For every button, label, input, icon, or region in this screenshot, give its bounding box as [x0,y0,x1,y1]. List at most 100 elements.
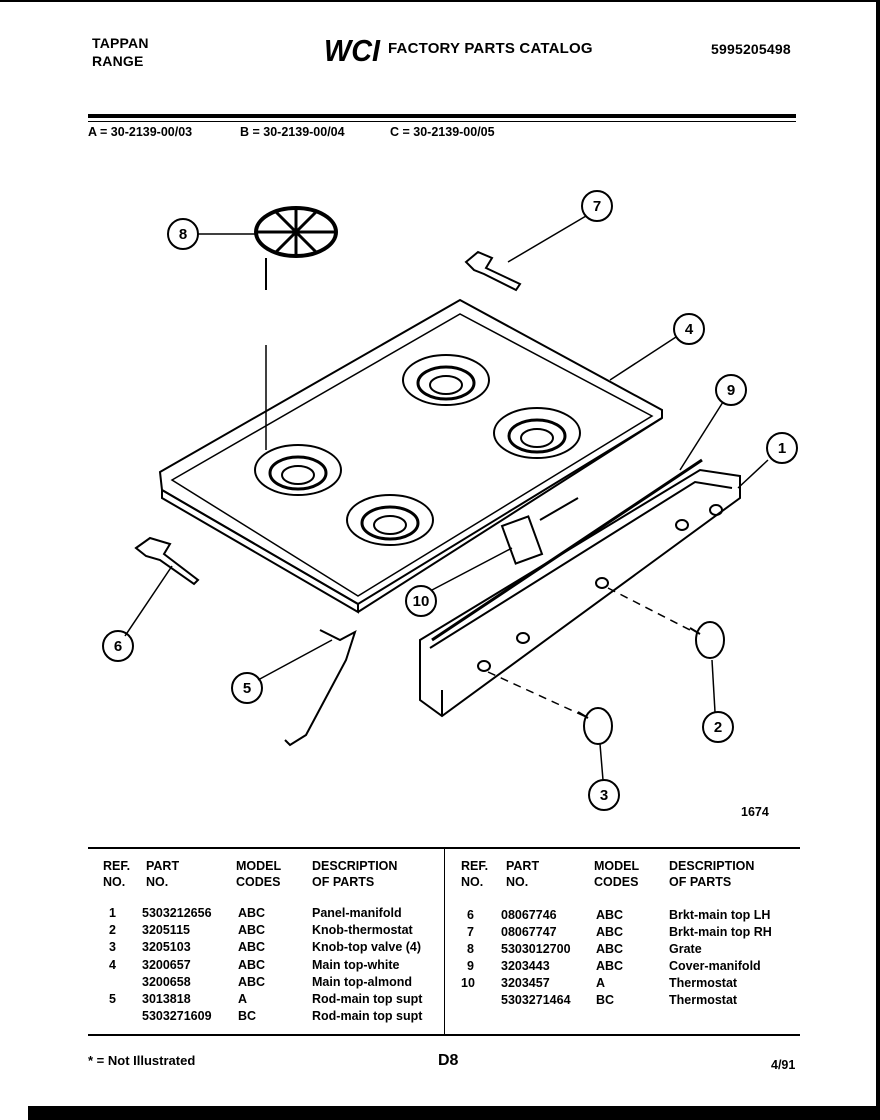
description: Cover-manifold [669,959,761,973]
model-code-b: B = 30-2139-00/04 [240,125,345,139]
ref-no: 4 [109,958,116,972]
callout-3-label: 3 [600,787,608,804]
model-codes: ABC [596,959,624,973]
header-rule [88,114,796,118]
callout-6 [102,630,134,662]
thermostat-illustration [500,497,579,565]
header-ref: REF.NO. [103,859,131,889]
callout-4 [673,313,705,345]
manifold-panel-illustration [419,458,741,718]
callout-7-label: 7 [593,198,601,215]
model-codes: ABC [238,940,266,954]
ref-no: 5 [109,992,116,1006]
brand-name: TAPPAN [92,35,149,51]
figure-id: 1674 [741,805,769,819]
callout-4-label: 4 [685,321,694,338]
callout-2 [702,711,734,743]
exploded-parts-diagram: 1 2 3 4 5 6 7 8 9 10 [102,190,798,811]
description: Thermostat [669,993,738,1007]
description: Rod-main top supt [312,992,423,1006]
table-divider [444,849,445,1034]
model-codes: ABC [596,925,624,939]
bracket-rh-illustration [464,250,522,292]
part-no: 3205115 [142,923,190,937]
callouts: 1 2 3 4 5 6 7 8 9 10 [102,190,798,811]
burner-rear-left [402,354,490,406]
table-bottom-rule [88,1034,800,1036]
description: Rod-main top supt [312,1009,423,1023]
model-codes: ABC [596,942,624,956]
model-codes: ABC [596,908,624,922]
ref-no: 6 [467,908,474,922]
wci-logo: WCI [324,33,381,66]
description: Thermostat [669,976,738,990]
model-code-c: C = 30-2139-00/05 [390,125,495,139]
part-no: 08067746 [501,908,557,922]
description: Panel-manifold [312,906,402,920]
description: Knob-top valve (4) [312,940,422,954]
model-codes: BC [596,993,615,1007]
ref-no: 8 [467,942,474,956]
bracket-lh-illustration [134,536,200,586]
part-no: 3200657 [142,958,191,972]
main-top-illustration [158,298,663,614]
burner-front-right [346,494,434,546]
ref-no: 1 [109,906,116,920]
callout-5-label: 5 [243,680,251,697]
model-codes: A [596,976,606,990]
part-no: 3205103 [142,940,191,954]
page-border-right [876,0,880,1120]
model-codes: ABC [238,923,266,937]
description: Knob-thermostat [312,923,413,937]
catalog-title: FACTORY PARTS CATALOG [388,40,593,57]
knob-thermostat-illustration [689,621,725,659]
page-border-bottom [28,1106,880,1120]
header-ref-right: REF.NO. [461,859,489,889]
revision-date: 4/91 [771,1058,796,1072]
part-no: 3013818 [142,992,191,1006]
callout-8-label: 8 [179,226,187,243]
model-codes: ABC [238,906,266,920]
ref-no: 9 [467,959,474,973]
description: Grate [669,942,702,956]
rod-illustration [284,629,357,747]
model-codes: ABC [238,975,266,989]
ref-no: 10 [461,976,475,990]
page-border-top [0,0,880,2]
callout-1 [766,432,798,464]
part-no: 3200658 [142,975,191,989]
callout-1-label: 1 [778,440,786,457]
description: Main top-white [312,958,400,972]
callout-7 [581,190,613,222]
callout-5 [231,672,263,704]
part-no: 3203457 [501,976,550,990]
part-no: 08067747 [501,925,557,939]
knob-top-valve-illustration [577,707,613,745]
footnote: * = Not Illustrated [88,1053,196,1068]
grate-illustration [254,206,338,450]
callout-10-label: 10 [413,593,430,610]
ref-no: 7 [467,925,474,939]
callout-9-label: 9 [727,382,735,399]
ref-no: 3 [109,940,116,954]
callout-3 [588,779,620,811]
model-codes: ABC [238,958,266,972]
part-no: 5303212656 [142,906,212,920]
part-no: 5303012700 [501,942,571,956]
part-no: 5303271464 [501,993,571,1007]
product-type: RANGE [92,53,144,69]
ref-no: 2 [109,923,116,937]
document-number: 5995205498 [711,41,791,57]
burner-front-left [254,444,342,496]
callout-6-label: 6 [114,638,122,655]
description: Brkt-main top LH [669,908,771,922]
logo-text: WCI [324,33,381,66]
burner-rear-right [493,407,581,459]
header-rule-thin [88,121,796,122]
